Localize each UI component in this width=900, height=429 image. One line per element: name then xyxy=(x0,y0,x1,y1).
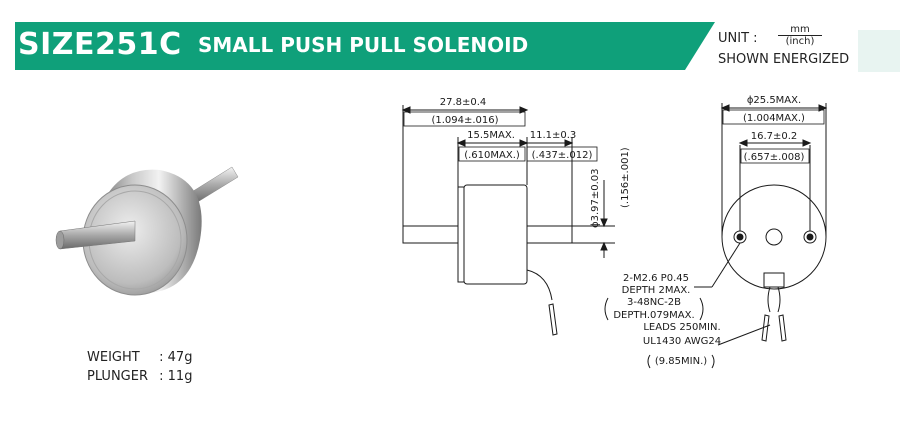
weight-label: WEIGHT xyxy=(87,350,140,365)
unit-mm: mm xyxy=(778,24,822,36)
thread-alt-note: 3-48NC-2B xyxy=(627,297,681,308)
thread-note: 2-M2.6 P0.45 xyxy=(623,273,689,284)
plunger-value: : 11g xyxy=(159,369,193,384)
unit-inch: (inch) xyxy=(785,36,815,47)
outer-diameter: ϕ25.5MAX. xyxy=(747,95,801,106)
plunger-row: PLUNGER : 11g xyxy=(87,369,192,388)
side-view: 27.8±0.4 (1.094±.016) 15.5MAX. (.610MAX.… xyxy=(401,97,631,336)
unit-label: UNIT : xyxy=(718,31,758,46)
unit-fraction: mm (inch) xyxy=(778,24,822,48)
plunger-extension-inch: (.437±.012) xyxy=(532,150,593,161)
front-view: ϕ25.5MAX. (1.004MAX.) 16.7±0.2 (.657±.00… xyxy=(604,95,828,369)
overall-length: 27.8±0.4 xyxy=(440,97,487,108)
outer-diameter-inch: (1.004MAX.) xyxy=(743,113,805,124)
leads-inch-note: (9.85MIN.) xyxy=(655,356,707,367)
thread-alt-depth-note: DEPTH.079MAX. xyxy=(613,310,694,321)
plunger-label: PLUNGER xyxy=(87,369,148,384)
spec-list: WEIGHT : 47g PLUNGER : 11g xyxy=(87,350,192,388)
body-length-inch: (.610MAX.) xyxy=(464,150,520,161)
product-model: SIZE251C xyxy=(18,27,182,62)
shown-energized-note: SHOWN ENERGIZED xyxy=(718,52,850,67)
weight-row: WEIGHT : 47g xyxy=(87,350,192,369)
hole-spacing-inch: (.657±.008) xyxy=(744,152,805,163)
plunger-diameter-inch: (.156±.001) xyxy=(620,147,631,208)
thread-depth-note: DEPTH 2MAX. xyxy=(622,285,691,296)
banner-shape xyxy=(15,22,900,72)
plunger-extension: 11.1±0.3 xyxy=(530,130,577,141)
overall-length-inch: (1.094±.016) xyxy=(431,115,498,126)
leads-note: LEADS 250MIN. xyxy=(643,322,720,333)
weight-value: : 47g xyxy=(159,350,193,365)
header-banner: SIZE251C SMALL PUSH PULL SOLENOID UNIT :… xyxy=(0,0,900,78)
hole-spacing: 16.7±0.2 xyxy=(751,131,798,142)
body-length: 15.5MAX. xyxy=(467,130,515,141)
product-photo xyxy=(55,166,239,296)
product-description: SMALL PUSH PULL SOLENOID xyxy=(198,33,529,57)
wire-note: UL1430 AWG24 xyxy=(643,336,721,347)
plunger-diameter: ϕ3.97±0.03 xyxy=(590,168,601,228)
